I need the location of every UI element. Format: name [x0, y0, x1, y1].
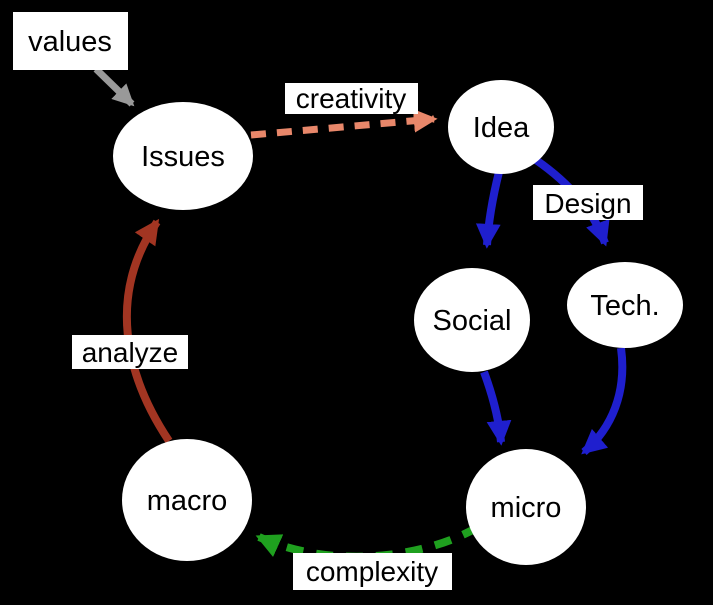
edge-label-complexity: complexity [293, 553, 452, 590]
node-macro-label: macro [147, 485, 228, 517]
edge-label-analyze-box [72, 335, 188, 369]
edge-label-creativity-box [285, 83, 418, 114]
edge-label-design-box [533, 185, 643, 220]
edge-macro-to-issues [122, 218, 173, 444]
node-idea-label: Idea [473, 112, 530, 144]
edge-label-analyze: analyze [72, 335, 188, 369]
node-social-shape [414, 268, 530, 372]
node-micro-label: micro [491, 492, 562, 524]
node-tech-shape [567, 262, 683, 348]
edge-label-design: Design [533, 185, 643, 220]
edge-label-creativity-text: creativity [296, 83, 406, 114]
edge-social-to-micro [480, 370, 512, 446]
node-tech: Tech. [567, 262, 683, 348]
node-issues-shape [113, 102, 253, 210]
edge-label-values-box [13, 12, 128, 70]
node-idea: Idea [448, 80, 554, 174]
edge-label-design-text: Design [544, 188, 631, 219]
node-social-label: Social [433, 305, 512, 337]
edge-label-values: values [13, 12, 128, 70]
node-micro: micro [466, 449, 586, 565]
node-issues: Issues [113, 102, 253, 210]
edge-label-analyze-text: analyze [82, 337, 179, 368]
edge-idea-to-social [475, 171, 503, 249]
node-social: Social [414, 268, 530, 372]
edge-values-to-issues [93, 66, 135, 107]
edge-tech-to-micro [581, 347, 627, 456]
node-tech-label: Tech. [590, 290, 659, 322]
node-issues-label: Issues [141, 141, 225, 173]
edge-label-complexity-box [293, 553, 452, 590]
node-idea-shape [448, 80, 554, 174]
node-macro-shape [122, 439, 252, 561]
edge-issues-to-idea [250, 108, 438, 139]
node-micro-shape [466, 449, 586, 565]
node-macro: macro [122, 439, 252, 561]
edge-label-complexity-text: complexity [306, 556, 438, 587]
edge-label-creativity: creativity [285, 83, 418, 114]
edge-label-values-text: values [28, 26, 112, 58]
